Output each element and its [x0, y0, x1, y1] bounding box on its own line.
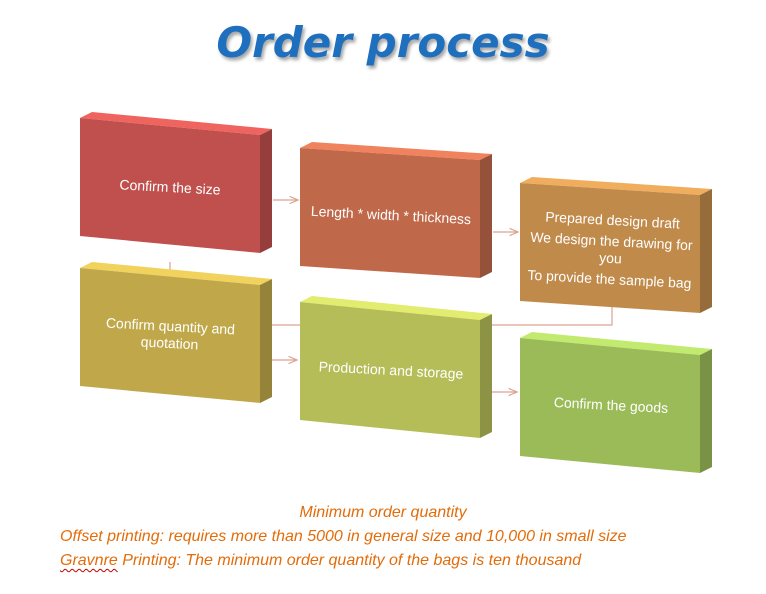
step-label-line: Prepared design draft	[544, 208, 681, 232]
step-label-line: We design the drawing for you	[529, 228, 693, 267]
step-box-2	[300, 148, 480, 278]
step-box-top-1	[80, 112, 272, 135]
step-label-line: Length * width * thickness	[310, 202, 472, 227]
step-box-5	[300, 302, 480, 438]
step-label-line: Confirm the goods	[553, 393, 669, 416]
page-title: Order process	[216, 18, 550, 67]
step-box-4	[80, 268, 260, 403]
gravure-note-text: Printing: The minimum order quantity of …	[117, 552, 582, 569]
step-box-top-5	[300, 296, 492, 320]
step-box-1	[80, 118, 260, 253]
step-label-line: Confirm the size	[119, 176, 221, 198]
step-box-top-2	[300, 142, 492, 160]
step-box-side-2	[480, 154, 492, 278]
step-box-top-3	[520, 177, 712, 195]
min-order-heading: Minimum order quantity	[299, 504, 467, 521]
step-box-top-4	[80, 262, 272, 285]
step-production-storage: Production and storage	[297, 305, 485, 434]
step-label-line: Confirm quantity and quotation	[105, 314, 236, 353]
step-box-side-3	[700, 189, 712, 313]
step-box-side-6	[700, 349, 712, 473]
step-label-line: Production and storage	[318, 357, 464, 382]
step-box-side-1	[260, 129, 272, 253]
step-box-3	[520, 183, 700, 313]
step-confirm-quantity: Confirm quantity and quotation	[77, 270, 263, 399]
misspelled-word: Gravnre	[60, 552, 118, 569]
step-confirm-goods: Confirm the goods	[517, 340, 705, 469]
offset-printing-note: Offset printing: requires more than 5000…	[60, 528, 627, 545]
step-box-6	[520, 338, 700, 473]
step-box-side-4	[260, 279, 272, 403]
step-box-top-6	[520, 332, 712, 355]
gravure-printing-note: Gravnre Printing: The minimum order quan…	[60, 552, 760, 570]
step-label-line: To provide the sample bag	[527, 266, 692, 292]
step-box-side-5	[480, 314, 492, 438]
step-dimensions: Length * width * thickness	[297, 150, 485, 279]
step-confirm-size: Confirm the size	[77, 120, 263, 254]
